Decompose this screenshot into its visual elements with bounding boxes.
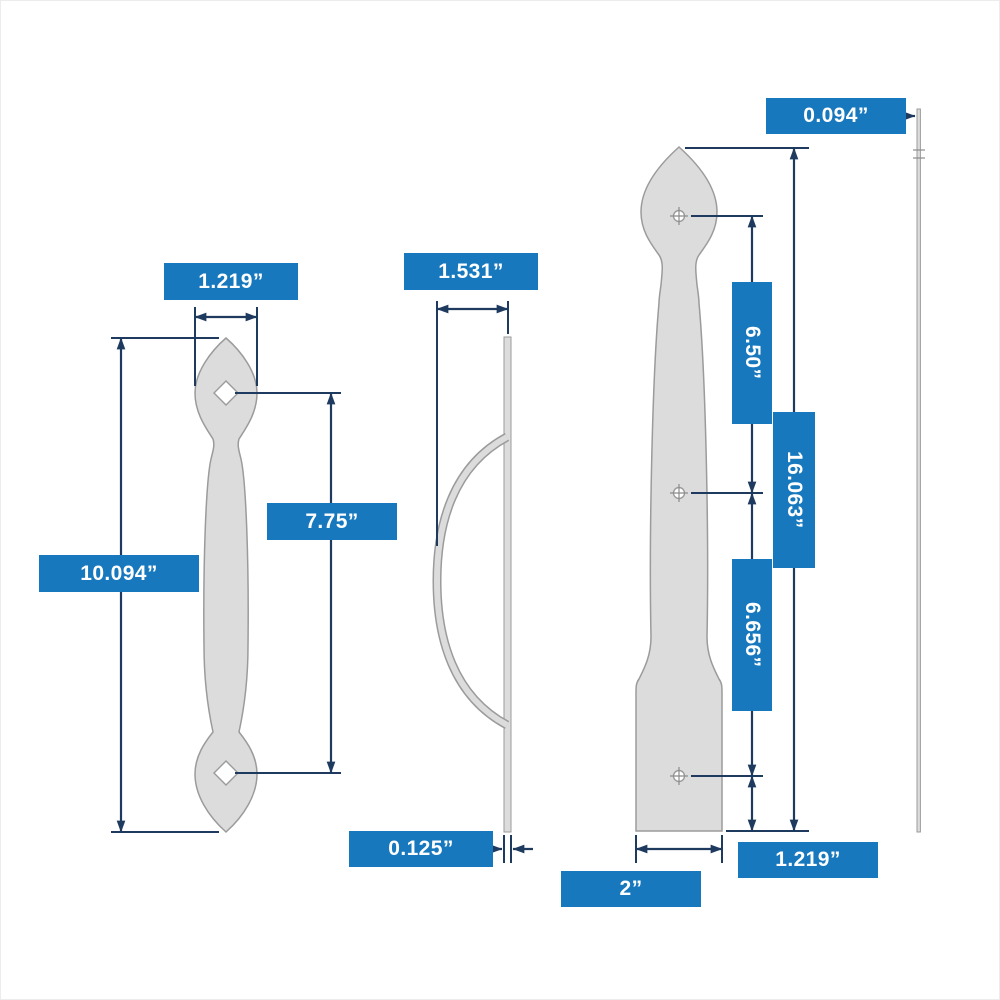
dim-label-handle-width: 1.219”: [164, 263, 298, 300]
dim-label-strap-width: 2”: [561, 871, 701, 907]
handle-side-mount-plate: [503, 336, 512, 833]
dim-label-strap-thickness: 0.094”: [766, 98, 906, 134]
dim-label-strap-bottom-hole-offset: 1.219”: [738, 842, 878, 878]
handle-side-grip: [433, 434, 509, 728]
strap-edge-view: [913, 108, 925, 833]
strap-edge-profile: [916, 108, 921, 833]
handle-side-view: [432, 336, 512, 833]
handle-front-view: [194, 337, 258, 834]
dim-label-handle-thickness: 0.125”: [349, 831, 493, 867]
dim-label-strap-upper-hole-spacing: 6.50”: [732, 282, 772, 424]
dim-label-handle-hole-spacing: 7.75”: [267, 503, 397, 540]
strap-bottom-hole: [670, 767, 688, 785]
dim-label-handle-depth: 1.531”: [404, 253, 538, 290]
dim-label-strap-height: 16.063”: [773, 412, 815, 568]
handle-bottom-diamond-hole: [213, 760, 239, 786]
strap-middle-hole: [670, 484, 688, 502]
handle-front-outline: [194, 337, 258, 834]
dim-strap-width: [635, 835, 723, 863]
dim-handle-depth: [436, 301, 509, 546]
strap-top-hole: [670, 207, 688, 225]
strap-front-view: [635, 145, 723, 832]
dim-label-handle-height: 10.094”: [39, 555, 199, 592]
dim-handle-hole-spacing: [235, 392, 341, 774]
dim-label-strap-lower-hole-spacing: 6.656”: [732, 559, 772, 711]
handle-side-grip-outline: [432, 433, 510, 729]
handle-top-diamond-hole: [213, 380, 239, 406]
dim-handle-width: [194, 307, 258, 386]
